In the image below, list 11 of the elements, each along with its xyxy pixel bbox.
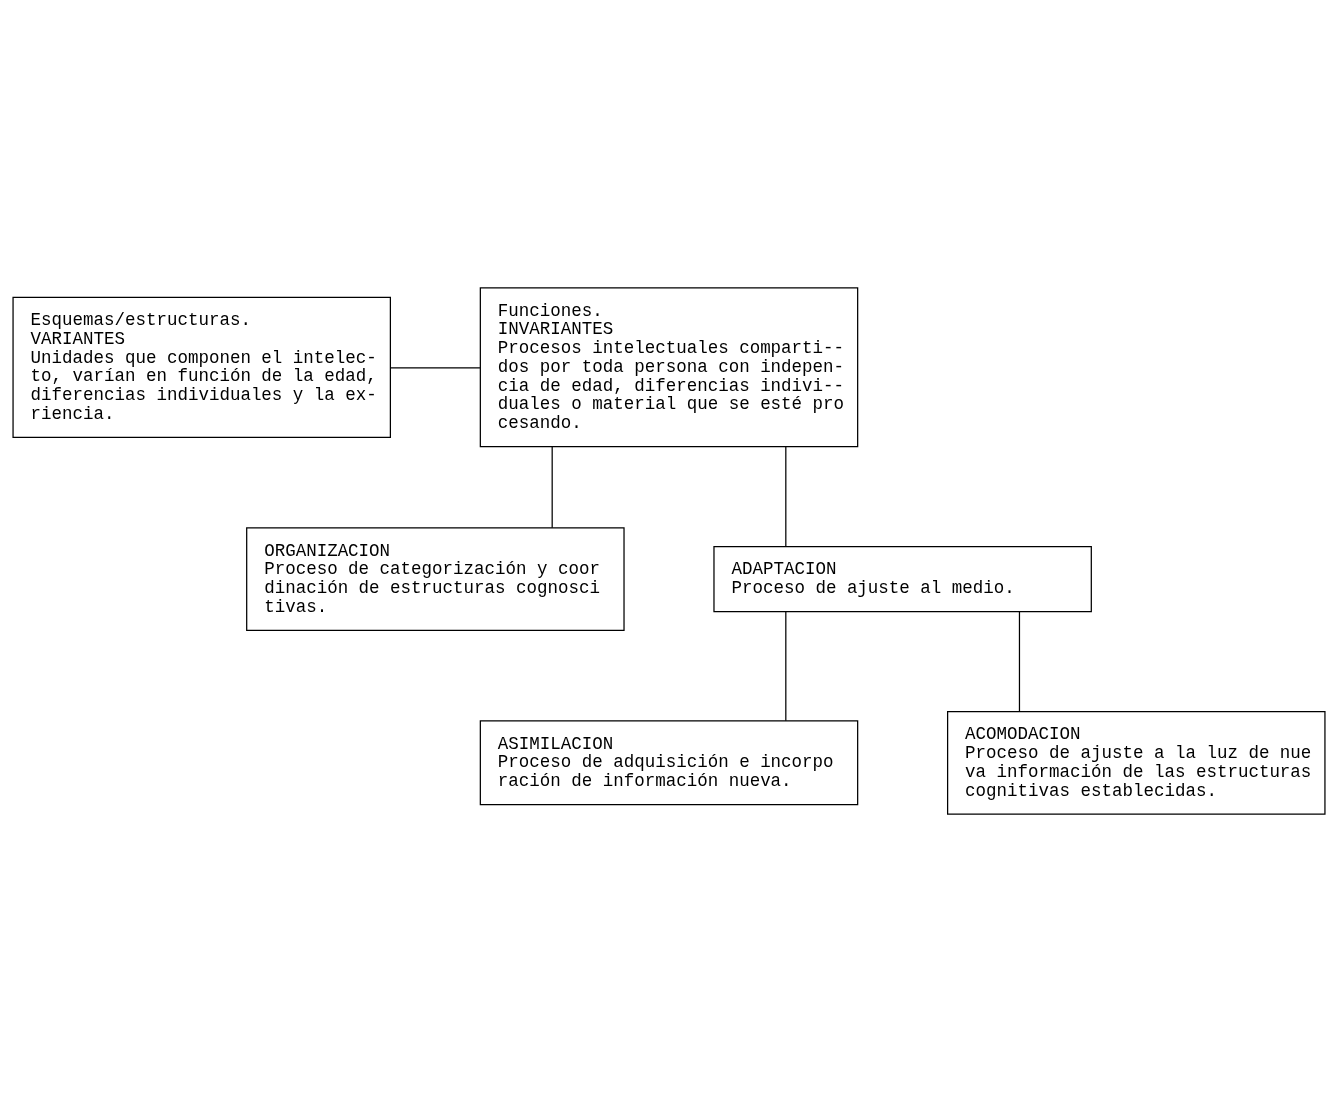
node-box: ORGANIZACION Proceso de categorización y coor dinación de estructuras cognosci tivas. [246,526,625,631]
connector [785,445,787,547]
node-box: ADAPTACION Proceso de ajuste al medio. [713,545,1092,612]
connector [551,445,553,528]
connector [1018,610,1021,712]
node-box: Funciones. INVARIANTES Procesos intelectuales comparti-- dos por toda persona con indepen- cia de edad, diferencias indivi-- duales o material que se esté pro cesando. [479,286,859,447]
node-box: ASIMILACION Proceso de adquisición e incorpo ración de información nueva. [479,719,859,805]
connector [785,610,787,721]
node-box: Esquemas/estructuras. VARIANTES Unidades que componen el intelec- to, varían en función de la edad, diferencias individuales y la ex- riencia. [12,296,391,438]
node-box: ACOMODACION Proceso de ajuste a la luz de nue va información de las estructuras cognitivas establecidas. [947,710,1326,815]
connector [389,366,481,369]
